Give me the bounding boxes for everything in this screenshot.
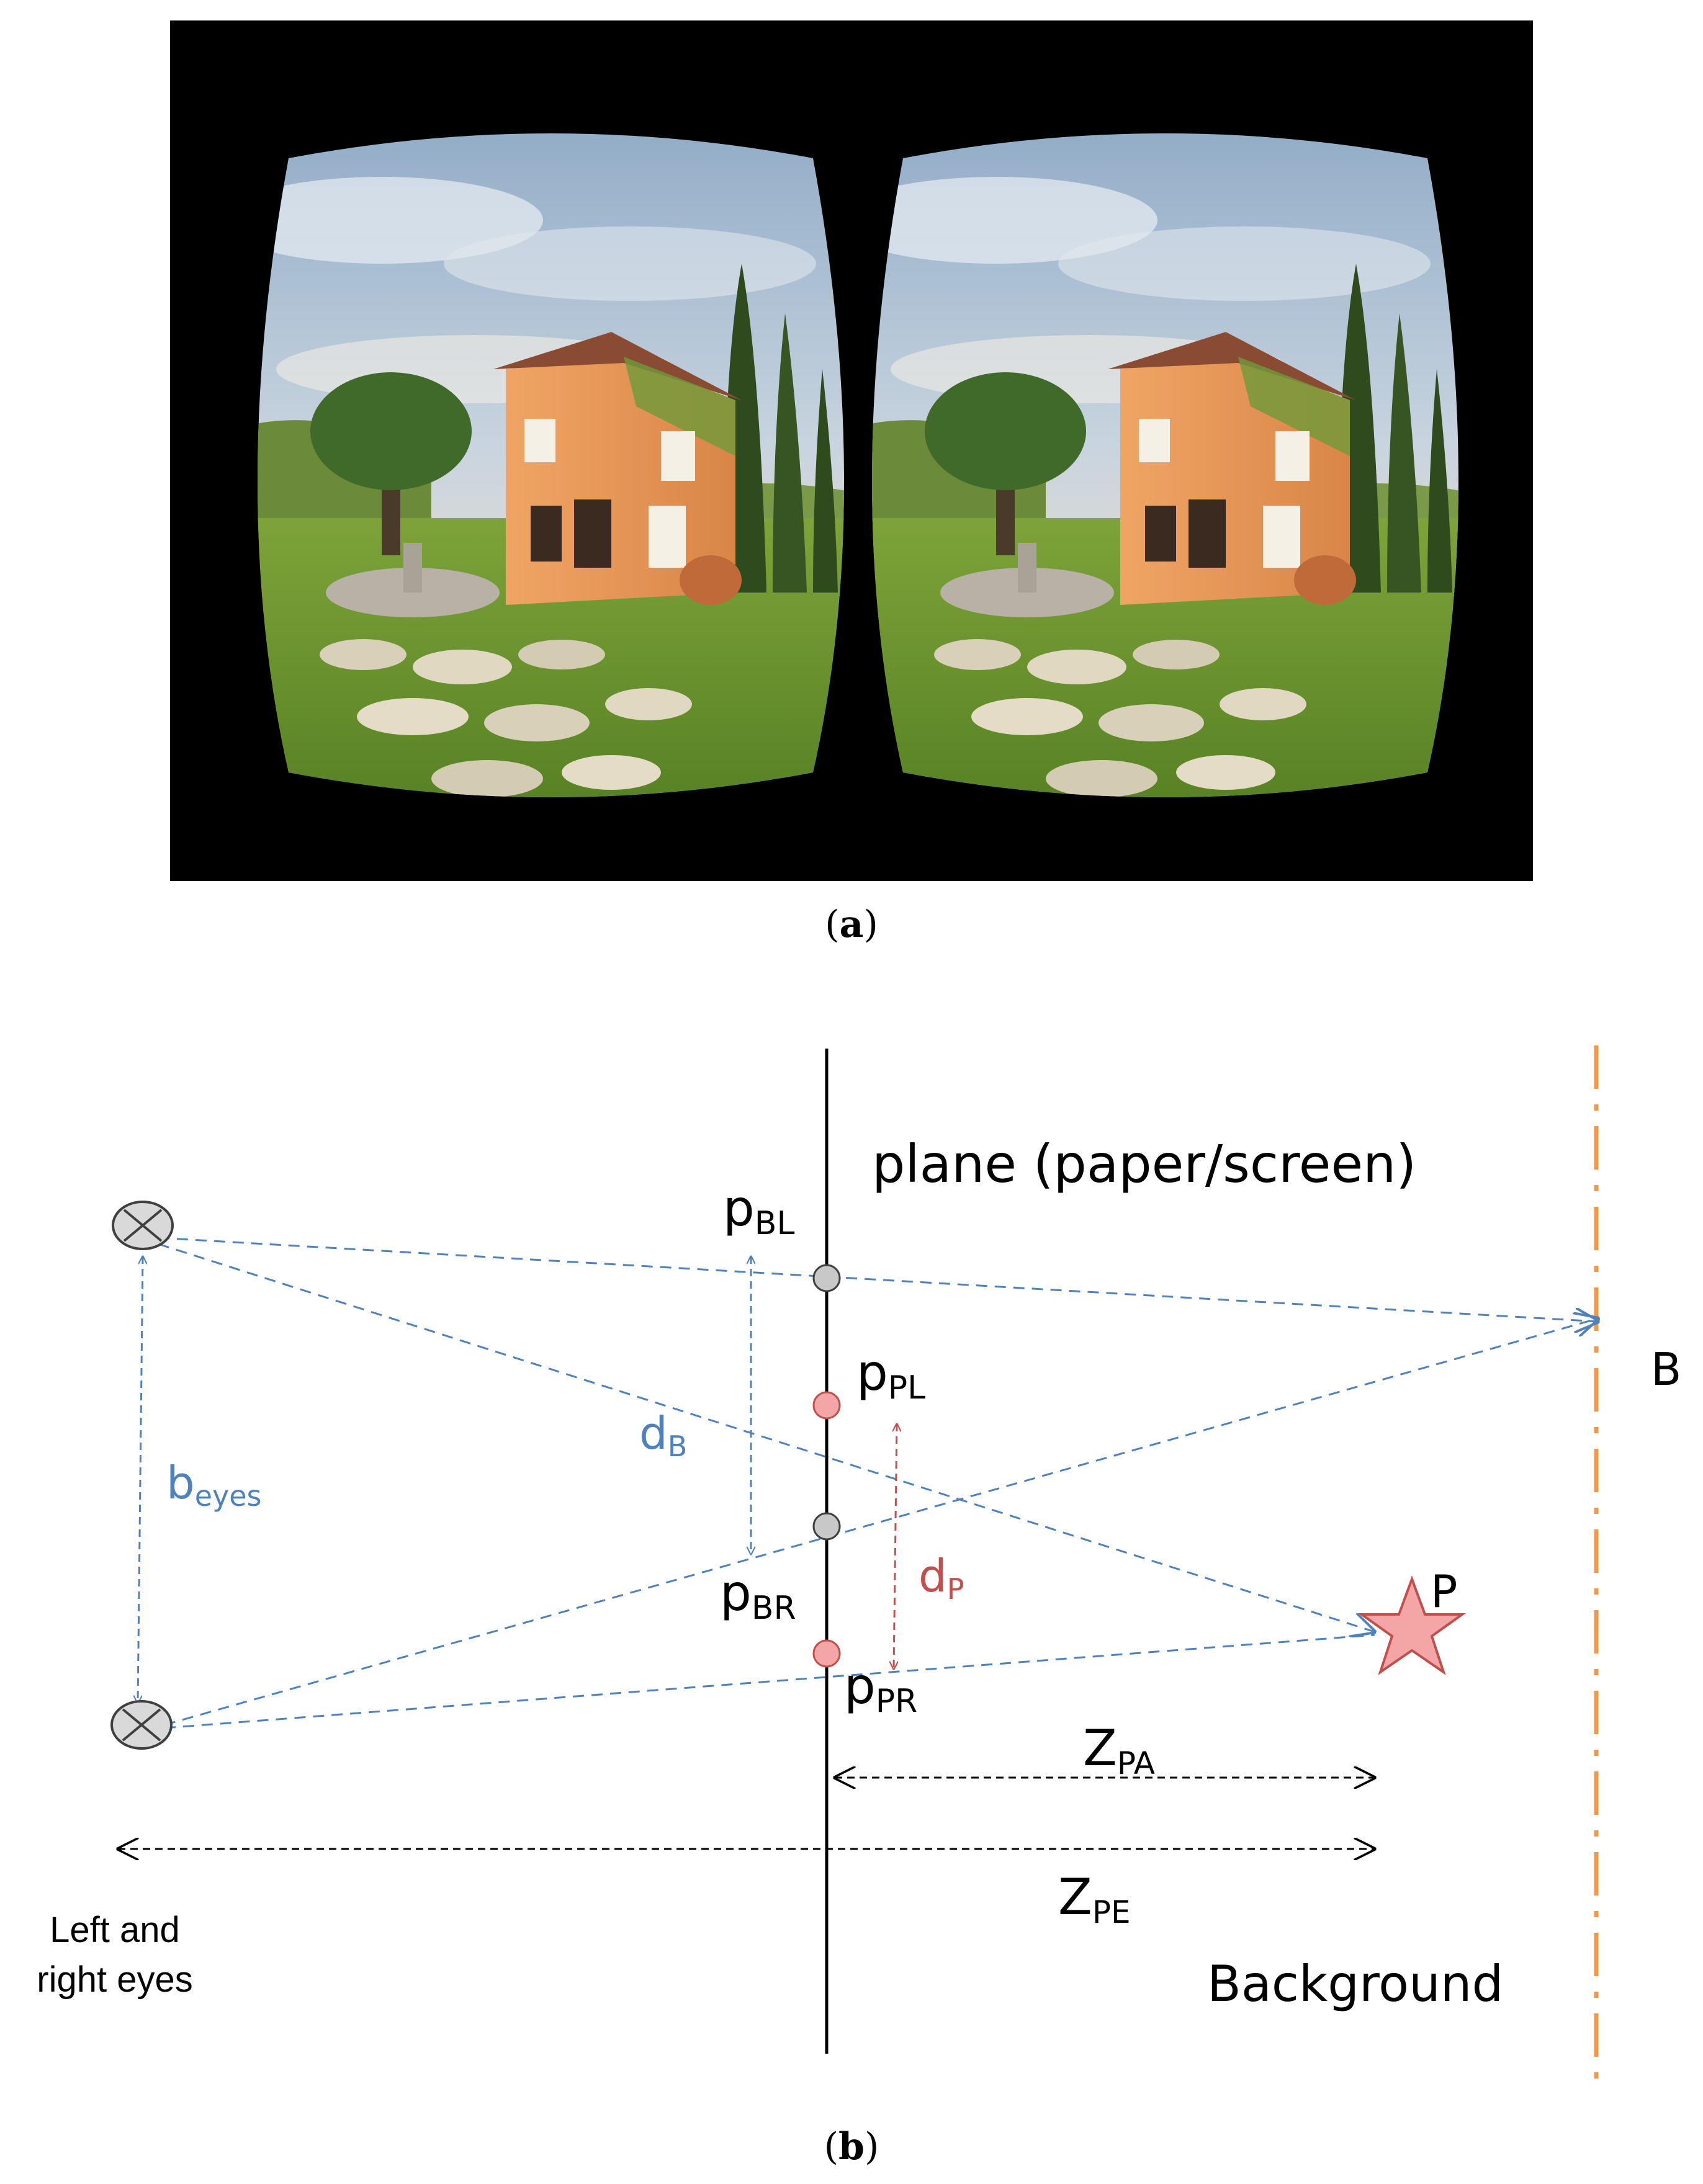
ray-left-eye-to-B <box>158 1237 1598 1322</box>
label-pbr: pBR <box>720 1564 796 1627</box>
label-dp: dP <box>919 1550 964 1606</box>
label-ppl: pPL <box>856 1344 925 1407</box>
d-p-arrow <box>894 1424 897 1669</box>
label-db: dB <box>639 1407 687 1463</box>
ray-right-eye-to-B <box>164 1318 1598 1726</box>
point-pbr-dot <box>812 1512 841 1541</box>
point-pbl-dot <box>812 1264 841 1292</box>
label-beyes: beyes <box>166 1457 262 1513</box>
eyes-label-line1: Left and <box>50 1910 180 1950</box>
ray-right-eye-to-P <box>164 1634 1375 1729</box>
left-eye-icon <box>112 1201 174 1250</box>
label-zpe: ZPE <box>1058 1868 1131 1930</box>
stereo-vr-image <box>170 20 1533 881</box>
right-eye-icon <box>110 1700 173 1750</box>
point-ppr-dot <box>812 1639 841 1668</box>
label-zpa: ZPA <box>1083 1719 1155 1781</box>
b-eyes-arrow <box>138 1256 143 1703</box>
point-p-star-icon <box>1357 1575 1467 1675</box>
eyes-label-line2: right eyes <box>37 1959 192 2000</box>
point-ppl-dot <box>812 1391 841 1420</box>
background-label: Background <box>1207 1955 1503 2013</box>
caption-b: (b) <box>824 2125 879 2168</box>
label-ppr: pPR <box>844 1657 917 1720</box>
caption-a: (a) <box>825 903 878 946</box>
label-b: B <box>1651 1343 1681 1395</box>
plane-label: plane (paper/screen) <box>872 1134 1416 1194</box>
ray-left-eye-to-P <box>158 1243 1375 1632</box>
label-pbl: pBL <box>723 1179 794 1242</box>
label-p: P <box>1431 1565 1457 1618</box>
